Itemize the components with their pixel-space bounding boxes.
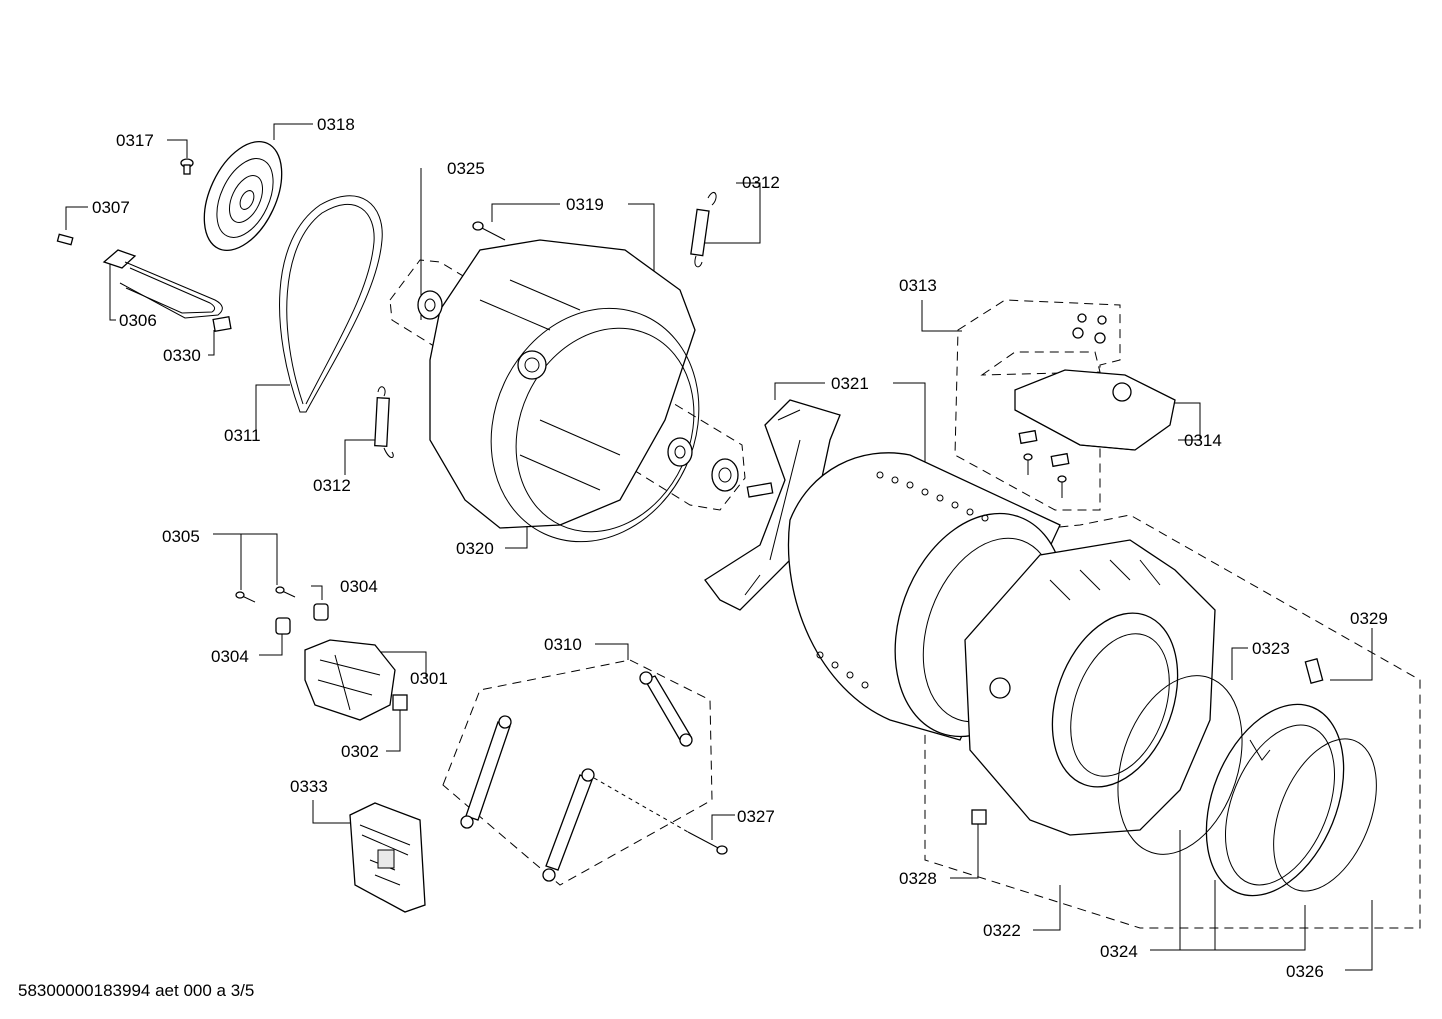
motor-0301: [304, 639, 396, 721]
label-0302: 0302: [341, 742, 379, 761]
label-0310: 0310: [544, 635, 582, 654]
label-0312-top: 0312: [742, 173, 780, 192]
bush-0304-top: [313, 603, 329, 621]
label-0304-left: 0304: [211, 647, 249, 666]
module-0333: [349, 802, 426, 913]
shock-absorber-0310-b: [542, 768, 595, 882]
clamp-ring-0323: [1117, 675, 1243, 855]
part-0329: [1304, 658, 1324, 684]
label-0311: 0311: [224, 426, 261, 445]
spring-0312-bottom: [374, 386, 394, 458]
counterweight-0314: [1014, 313, 1176, 498]
pulley-0318: [203, 140, 283, 252]
bush-0304-left: [275, 617, 291, 635]
label-0326: 0326: [1286, 962, 1324, 981]
bolt-0317: [180, 158, 194, 175]
label-0312-bottom: 0312: [313, 476, 351, 495]
label-0314: 0314: [1184, 431, 1222, 450]
label-0317: 0317: [116, 131, 154, 150]
clamp-ring-0326: [1273, 738, 1377, 892]
screw-0307: [56, 233, 74, 246]
bolt-0319: [472, 221, 506, 241]
bracket-0302: [392, 694, 408, 711]
shock-absorber-0310-a: [460, 715, 512, 829]
label-0327: 0327: [737, 807, 775, 826]
label-0330: 0330: [163, 346, 201, 365]
tub-front-0322: [964, 539, 1216, 836]
label-0319: 0319: [566, 195, 604, 214]
document-reference: 58300000183994 aet 000 a 3/5: [18, 981, 255, 1000]
door-seal-0324: [1205, 703, 1345, 897]
label-0307: 0307: [92, 198, 130, 217]
label-0318: 0318: [317, 115, 355, 134]
heater-0306: [102, 249, 223, 319]
label-0321: 0321: [831, 374, 869, 393]
sensor-0330: [212, 315, 232, 333]
belt-0311: [279, 195, 383, 413]
label-0304-top: 0304: [340, 577, 378, 596]
part-labels: 0317 0318 0307 0306 0330 0311 0325 0319 …: [92, 115, 1388, 981]
label-0305: 0305: [162, 527, 200, 546]
screw-0305-right: [275, 586, 296, 598]
label-0325: 0325: [447, 159, 485, 178]
spider-0321: [704, 399, 841, 611]
spring-0312-top: [690, 192, 717, 268]
tub-rear-0325: [417, 239, 739, 543]
label-0323: 0323: [1252, 639, 1290, 658]
drum-holes: [816, 471, 989, 689]
leader-lines: [65, 123, 1373, 971]
label-0313: 0313: [899, 276, 937, 295]
part-0328: [971, 809, 987, 825]
label-0306: 0306: [119, 311, 157, 330]
label-0301: 0301: [410, 669, 448, 688]
bolt-0327: [593, 777, 728, 855]
label-0324: 0324: [1100, 942, 1138, 961]
label-0329: 0329: [1350, 609, 1388, 628]
label-0333: 0333: [290, 777, 328, 796]
screw-0305-left: [235, 591, 256, 603]
label-0328: 0328: [899, 869, 937, 888]
label-0320: 0320: [456, 539, 494, 558]
label-0322: 0322: [983, 921, 1021, 940]
shock-absorber-0310-c: [639, 671, 693, 747]
